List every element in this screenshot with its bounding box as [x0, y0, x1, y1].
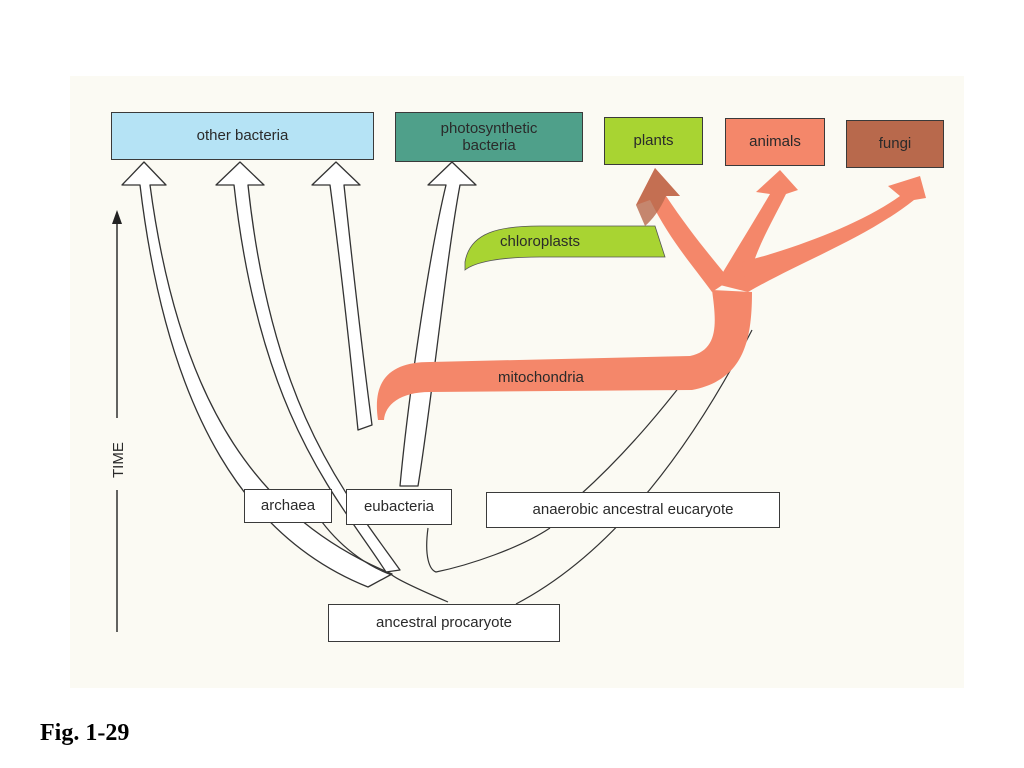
box-other-bacteria: other bacteria: [111, 112, 374, 160]
eubacteria-label: eubacteria: [363, 498, 435, 516]
box-eubacteria: eubacteria: [346, 489, 452, 525]
fungi-label: fungi: [878, 135, 912, 153]
branch-to-fungi: [742, 176, 926, 292]
time-axis-arrowhead: [112, 210, 122, 224]
lineage-arrow-4: [399, 161, 477, 487]
box-photosynthetic-bacteria: photosynthetic bacteria: [395, 112, 583, 162]
chloroplasts-label: chloroplasts: [500, 233, 580, 250]
branch-to-animals: [716, 170, 798, 292]
photosynthetic-label-line2: bacteria: [462, 137, 516, 154]
box-ancestral-procaryote: ancestral procaryote: [328, 604, 560, 642]
box-archaea: archaea: [244, 489, 332, 523]
connector-eucaryote-inner: [426, 527, 551, 573]
mitochondria-band: [376, 290, 752, 420]
anaerobic-eucaryote-label: anaerobic ancestral eucaryote: [532, 501, 734, 519]
archaea-label: archaea: [260, 497, 316, 515]
other-bacteria-label: other bacteria: [196, 127, 289, 145]
animals-label: animals: [749, 133, 801, 151]
photosynthetic-label-line1: photosynthetic: [440, 119, 538, 137]
lineage-arrow-3: [311, 161, 373, 431]
plants-label: plants: [633, 132, 674, 150]
time-axis-label: TIME: [110, 442, 127, 478]
chloroplast-band: [464, 225, 666, 271]
figure-caption: Fig. 1-29: [40, 720, 130, 746]
mitochondria-label: mitochondria: [498, 369, 585, 386]
plants-arrowhead-tint: [636, 168, 680, 226]
connector-archaea: [321, 521, 393, 576]
box-fungi: fungi: [846, 120, 944, 168]
ancestral-procaryote-label: ancestral procaryote: [376, 614, 512, 632]
box-anaerobic-ancestral-eucaryote: anaerobic ancestral eucaryote: [486, 492, 780, 528]
connector-root-left: [391, 574, 449, 603]
box-animals: animals: [725, 118, 825, 166]
box-plants: plants: [604, 117, 703, 165]
